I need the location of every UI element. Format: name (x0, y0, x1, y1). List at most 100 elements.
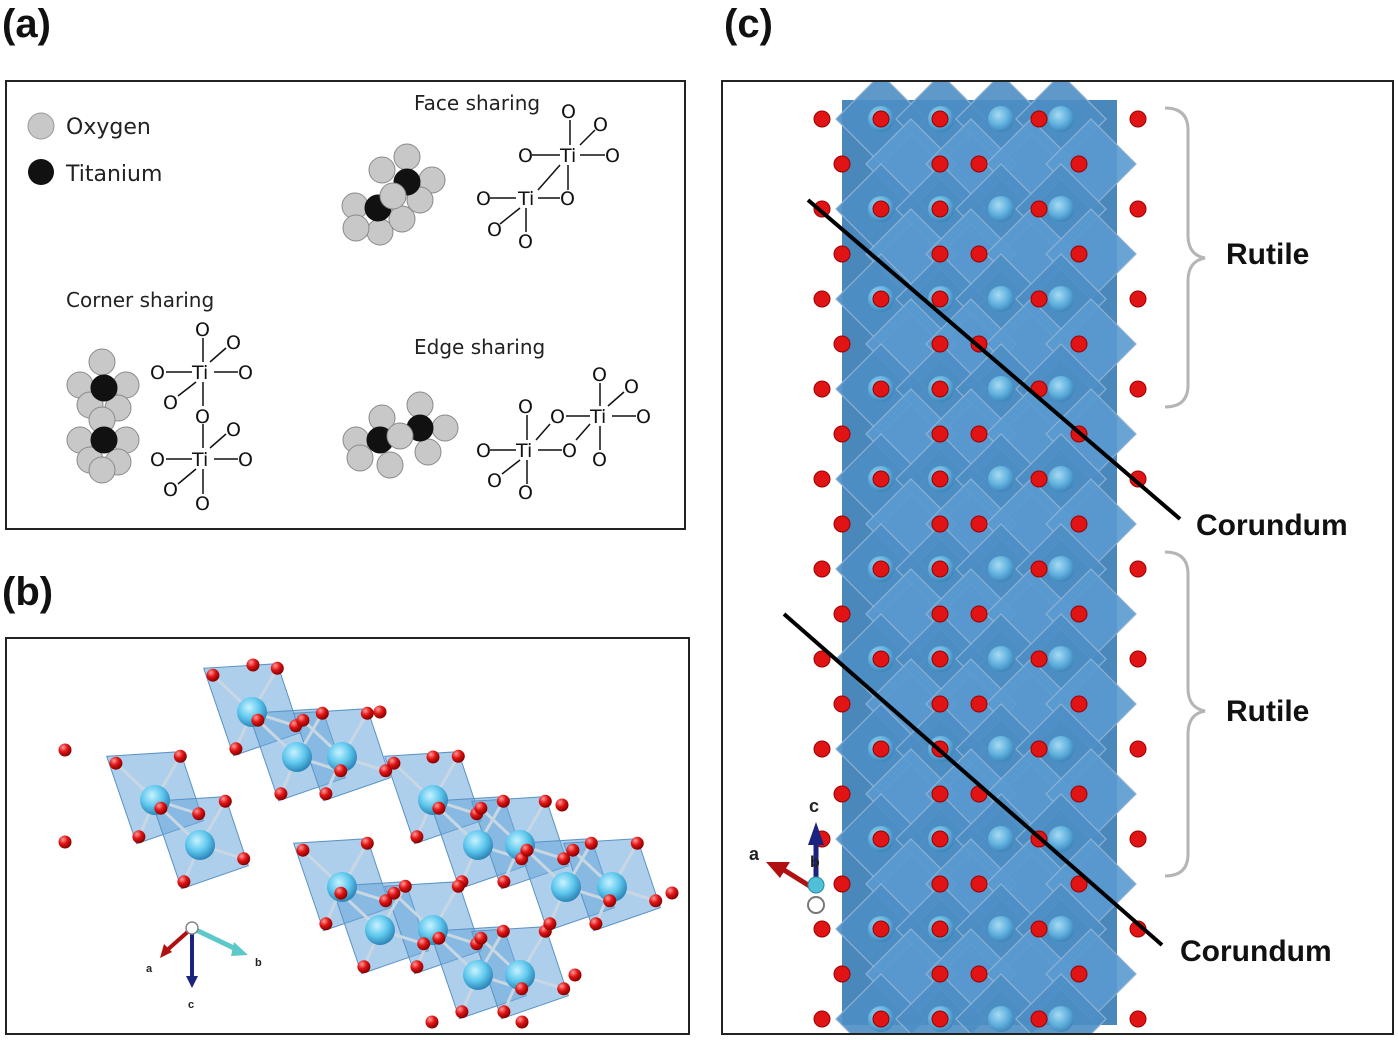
oxygen-atom-c (1070, 245, 1088, 263)
oxygen-atom-c (1030, 920, 1048, 938)
panel-b-axis-a: a (146, 963, 153, 975)
oxygen-atom-b (132, 830, 146, 844)
oxygen-atom-c (1030, 1010, 1048, 1028)
oxygen-atom-b (515, 982, 529, 996)
oxygen-atom-b (474, 931, 488, 945)
oxygen-atom-c (931, 335, 949, 353)
oxygen-atom-c (931, 650, 949, 668)
svg-text:O: O (562, 440, 577, 462)
oxygen-atom-c (931, 965, 949, 983)
oxygen-atom-b (334, 764, 348, 778)
oxygen-atom-c (872, 920, 890, 938)
panel-label-a: (a) (2, 2, 51, 46)
titanium-atom-b (185, 830, 215, 860)
titanium-atom-c (1048, 466, 1074, 492)
titanium-atom-b (365, 915, 395, 945)
svg-text:O: O (195, 493, 210, 515)
oxygen-atom-b (319, 787, 333, 801)
edge-sharing-ball-model (342, 391, 459, 479)
oxygen-atom-b (497, 1005, 511, 1019)
oxygen-atom-c (872, 470, 890, 488)
corundum-boundary-top (806, 198, 1182, 521)
svg-text:O: O (163, 392, 178, 414)
oxygen-atom-b (387, 756, 401, 770)
svg-text:O: O (195, 406, 210, 428)
svg-text:O: O (560, 188, 575, 210)
oxygen-atom-b (58, 835, 72, 849)
oxygen-atom-b (410, 830, 424, 844)
oxygen-atom-b (315, 706, 329, 720)
svg-text:O: O (476, 440, 491, 462)
titanium-atom-c (1048, 196, 1074, 222)
oxygen-atom-b (334, 886, 348, 900)
oxygen-atom-c (1030, 740, 1048, 758)
oxygen-atom-b (274, 787, 288, 801)
oxygen-atom-c (1070, 695, 1088, 713)
oxygen-atom-c (833, 515, 851, 533)
svg-text:O: O (636, 406, 651, 428)
titanium-atom-c (1048, 106, 1074, 132)
svg-text:O: O (150, 449, 165, 471)
oxygen-atom-c (813, 920, 831, 938)
corner-sharing-atoms: O O O Ti O O O O O Ti O O O (150, 319, 253, 515)
oxygen-atom-c (1129, 1010, 1147, 1028)
oxygen-atom-b (177, 875, 191, 889)
oxygen-atom-c (872, 1010, 890, 1028)
panel-label-c: (c) (724, 2, 773, 46)
face-sharing-atoms: O O O Ti O O Ti O O O (476, 101, 620, 253)
oxygen-atom-b (515, 1015, 529, 1029)
panel-b-axis-b: b (255, 957, 262, 969)
oxygen-atom-c (1129, 200, 1147, 218)
oxygen-atom-b (496, 794, 510, 808)
oxygen-atom-c (1129, 740, 1147, 758)
titanium-atom-b (282, 742, 312, 772)
panel-c-octahedra (835, 82, 1137, 1033)
titanium-atom-c (988, 106, 1014, 132)
oxygen-atom-c (833, 875, 851, 893)
panel-c-axis-c: c (809, 796, 819, 816)
oxygen-atom-b (568, 968, 582, 982)
oxygen-atom-b (229, 742, 243, 756)
oxygen-atom-c (813, 1010, 831, 1028)
oxygen-atom-b (557, 852, 571, 866)
svg-text:O: O (226, 419, 241, 441)
oxygen-atom-b (237, 852, 251, 866)
oxygen-atom-c (813, 290, 831, 308)
titanium-atom-c (988, 466, 1014, 492)
oxygen-atom-b (566, 843, 580, 857)
svg-text:O: O (238, 362, 253, 384)
oxygen-atom-c (931, 785, 949, 803)
oxygen-atom-b (432, 801, 446, 815)
svg-text:O: O (561, 101, 576, 123)
svg-text:Ti: Ti (191, 449, 208, 471)
oxygen-atom-b (426, 750, 440, 764)
face-sharing-formula (490, 120, 605, 232)
oxygen-atom-c (872, 110, 890, 128)
titanium-atom-b (597, 872, 627, 902)
titanium-atom-b (327, 742, 357, 772)
titanium-atom-b (551, 872, 581, 902)
oxygen-atom-c (931, 110, 949, 128)
titanium-atom-b (463, 960, 493, 990)
oxygen-atom-b (360, 836, 374, 850)
oxygen-atom-c (931, 155, 949, 173)
titanium-atom-c (1048, 646, 1074, 672)
oxygen-atom-b (410, 960, 424, 974)
oxygen-atom-c (970, 155, 988, 173)
oxygen-atom-b (665, 886, 679, 900)
oxygen-atom-c (1129, 560, 1147, 578)
face-sharing-ball-model (341, 143, 446, 246)
oxygen-atom-b (319, 917, 333, 931)
svg-text:Ti: Ti (559, 145, 576, 167)
legend-titanium-swatch (28, 159, 54, 185)
titanium-atom-c (988, 736, 1014, 762)
oxygen-atom-b (520, 843, 534, 857)
oxygen-atom-b (417, 937, 431, 951)
oxygen-atom-c (872, 380, 890, 398)
oxygen-atom-c (970, 605, 988, 623)
svg-text:O: O (518, 396, 533, 418)
label-corundum-bottom: Corundum (1180, 935, 1332, 968)
oxygen-atom-b (246, 658, 260, 672)
oxygen-atom-c (833, 785, 851, 803)
svg-text:O: O (592, 449, 607, 471)
